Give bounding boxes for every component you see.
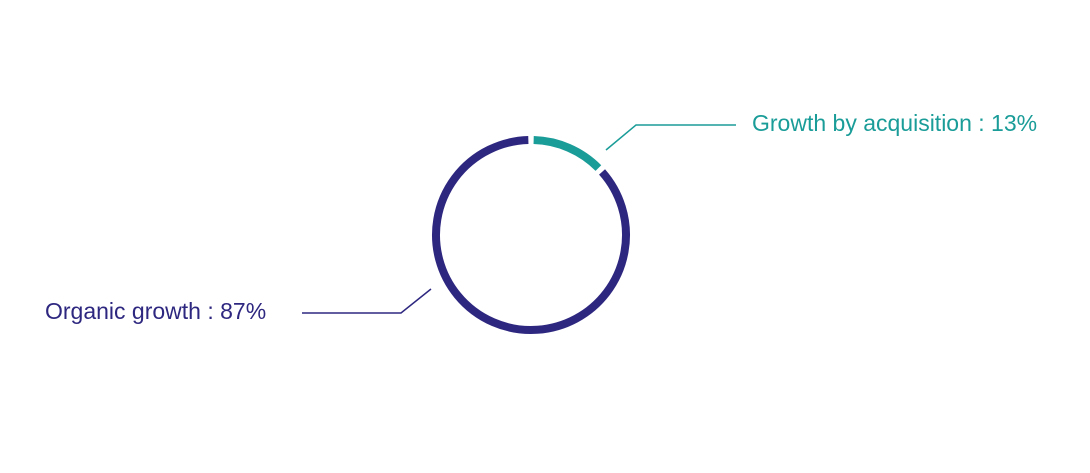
slice-1-leader-line	[302, 288, 432, 314]
slice-0-arc	[533, 136, 602, 171]
slice-1-label: Organic growth : 87%	[45, 298, 266, 324]
slices-layer	[432, 136, 630, 334]
slice-0-leader-line	[605, 124, 736, 151]
slice-1-arc	[432, 136, 630, 334]
slice-0-label: Growth by acquisition : 13%	[752, 110, 1037, 136]
